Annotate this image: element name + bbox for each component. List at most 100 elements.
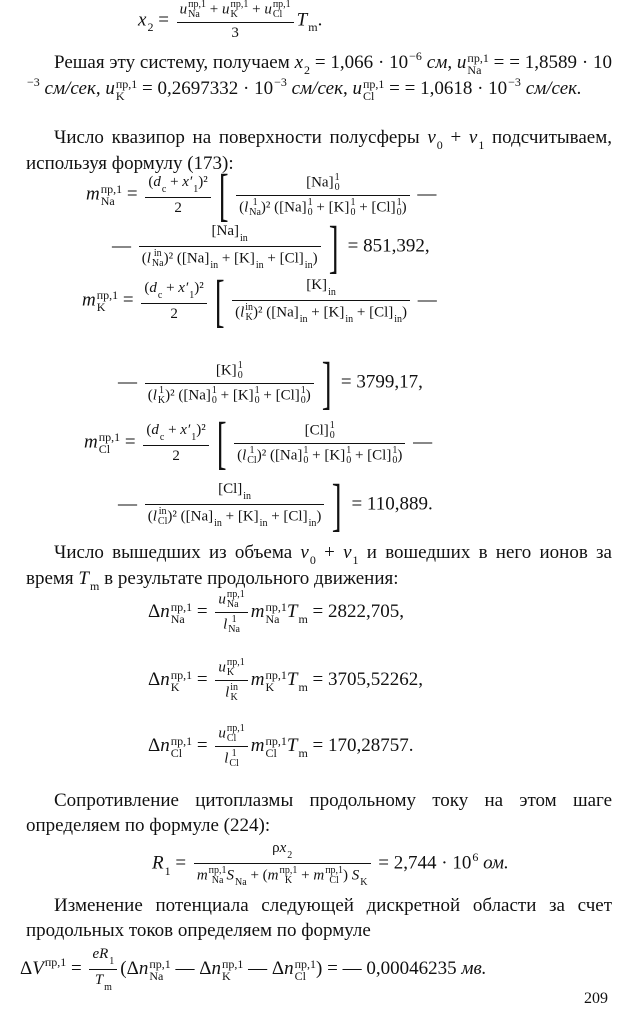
- subscript: 0: [392, 454, 398, 466]
- subscript: m: [298, 611, 308, 626]
- superscript: пр,1: [467, 50, 489, 65]
- math-symbol: v: [468, 127, 478, 148]
- math-text: +: [206, 1, 222, 18]
- subscript: Na: [226, 599, 239, 610]
- math-symbol: n: [160, 734, 170, 756]
- bracket: [: [218, 162, 229, 227]
- math-symbol: m: [84, 431, 98, 453]
- math-text: + [K]: [218, 250, 255, 267]
- subscript: K: [115, 88, 125, 103]
- subscript: in: [243, 490, 252, 502]
- math-italic: eR: [92, 946, 109, 962]
- superscript: пр,1: [188, 0, 207, 10]
- math-text: Δ: [148, 668, 161, 690]
- math-symbol: [K]: [215, 361, 237, 378]
- paragraph-quasipores: Число квазипор на поверхности полусферы …: [26, 125, 612, 176]
- script: 1: [193, 184, 198, 195]
- superscript: in: [230, 682, 239, 693]
- script: m: [298, 613, 307, 625]
- script: m: [298, 681, 307, 693]
- script: m: [308, 21, 317, 33]
- math-text: )²: [198, 173, 208, 190]
- superscript: 1: [346, 444, 352, 456]
- script: m: [90, 580, 99, 592]
- superscript: 1: [300, 384, 306, 396]
- paragraph-resistance: Сопротивление цитоплазмы продольному ток…: [26, 788, 612, 838]
- numerator: [Na]in: [209, 223, 251, 246]
- superscript: пр,1: [170, 667, 193, 682]
- numerator: [Cl]in: [215, 481, 254, 504]
- math-text: + [K]: [307, 304, 345, 321]
- subscript: Cl: [362, 88, 375, 103]
- math-symbol: d: [149, 279, 157, 296]
- subscript: Na: [467, 62, 482, 77]
- math-symbol: n: [138, 957, 149, 979]
- superscript: пр,1: [149, 956, 171, 971]
- math-symbol: l: [152, 508, 157, 525]
- math-text: —: [413, 289, 437, 311]
- subscript: K: [230, 692, 238, 703]
- subscript: 0: [211, 394, 217, 406]
- math-text: (Δ: [120, 957, 139, 979]
- math-text: Δ: [20, 957, 33, 979]
- superscript: пр,1: [44, 954, 67, 969]
- math-text: + [Cl]: [263, 250, 304, 267]
- script: in: [328, 287, 336, 298]
- math-text: + [K]: [308, 446, 346, 463]
- math-text: +: [315, 542, 344, 563]
- denominator: 2: [141, 302, 207, 323]
- math-symbol: u: [218, 725, 226, 742]
- subscript: Na: [170, 611, 185, 626]
- subscript: 0: [346, 454, 352, 466]
- math-text: )²: [196, 421, 206, 438]
- subscript: 0: [329, 429, 335, 441]
- math-text: =: [66, 957, 87, 979]
- subscript: Cl: [98, 442, 111, 456]
- math-symbol: v: [343, 542, 352, 563]
- subscript: in: [308, 518, 317, 530]
- math-text: =: [118, 289, 139, 311]
- math-text: —: [118, 371, 142, 393]
- math-text: 2: [174, 199, 182, 216]
- numerator: [K]in: [303, 277, 339, 300]
- math-text: ): [343, 867, 352, 884]
- math-text: —: [112, 235, 136, 257]
- subscript: Na: [265, 611, 280, 626]
- subscript: 2: [287, 850, 293, 861]
- math-text: ): [312, 250, 318, 267]
- math-text: (: [235, 304, 241, 321]
- math-text: +: [164, 421, 181, 438]
- math-text: 2: [170, 305, 178, 322]
- math-text: = = 1,8589 · 10: [488, 52, 613, 73]
- subscript: 1: [164, 863, 171, 878]
- math-text: =: [192, 668, 213, 690]
- subscript: 0: [300, 394, 306, 406]
- subscript: m: [308, 20, 318, 35]
- subscript: Na: [211, 875, 224, 886]
- superscript: пр,1: [98, 430, 121, 444]
